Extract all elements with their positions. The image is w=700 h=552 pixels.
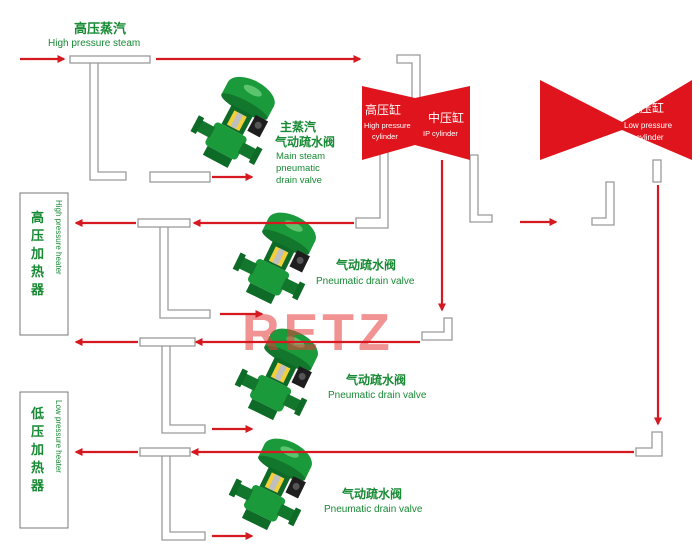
lp-cylinder-label-en2: cylinder <box>636 133 664 142</box>
drain-valve-3-label: 气动疏水阀 Pneumatic drain valve <box>328 372 427 401</box>
svg-text:器: 器 <box>30 479 45 494</box>
ip-cylinder-label-en: IP cylinder <box>423 129 458 138</box>
title-cn: 高压蒸汽 <box>74 21 126 37</box>
low-pressure-heater-label-cn: 低 压 加 热 器 <box>30 406 45 494</box>
drain-valve-4-label: 气动疏水阀 Pneumatic drain valve <box>324 486 423 515</box>
watermark: RETZ <box>242 304 394 362</box>
svg-text:Main steam: Main steam <box>276 151 325 162</box>
svg-text:Pneumatic drain valve: Pneumatic drain valve <box>316 276 415 287</box>
hp-ip-cylinder: 高压缸 High pressure cylinder 中压缸 IP cylind… <box>362 86 470 160</box>
drain-valve-2 <box>226 201 331 314</box>
high-pressure-heater-label-cn: 高 压 加 热 器 <box>30 210 45 298</box>
svg-text:气动疏水阀: 气动疏水阀 <box>341 486 402 501</box>
svg-text:气动疏水阀: 气动疏水阀 <box>274 134 335 149</box>
lp-cylinder-label-en1: Low pressure <box>624 121 673 130</box>
svg-text:高: 高 <box>31 210 44 226</box>
main-steam-valve-label: 主蒸汽 气动疏水阀 Main steam pneumatic drain val… <box>274 119 335 186</box>
lp-cylinder: 低压缸 Low pressure cylinder <box>540 80 692 160</box>
pipe-network <box>69 54 663 541</box>
ip-cylinder-label-cn: 中压缸 <box>428 110 464 125</box>
svg-text:drain valve: drain valve <box>276 175 322 186</box>
main-steam-drain-valve <box>183 64 290 179</box>
svg-text:Pneumatic drain valve: Pneumatic drain valve <box>328 390 427 401</box>
svg-text:加: 加 <box>30 443 44 458</box>
svg-text:主蒸汽: 主蒸汽 <box>280 119 316 134</box>
svg-text:气动疏水阀: 气动疏水阀 <box>335 257 396 272</box>
svg-text:pneumatic: pneumatic <box>276 163 320 174</box>
title-en: High pressure steam <box>48 38 140 49</box>
hp-cylinder-label-en1: High pressure <box>364 121 411 130</box>
svg-text:热: 热 <box>31 264 44 280</box>
flow-arrows <box>20 55 662 540</box>
lp-cylinder-label-cn: 低压缸 <box>628 100 664 115</box>
drain-valve-2-label: 气动疏水阀 Pneumatic drain valve <box>316 257 415 287</box>
high-pressure-heater: 高 压 加 热 器 High pressure heater <box>19 192 69 336</box>
high-pressure-heater-label-en: High pressure heater <box>54 200 63 275</box>
low-pressure-heater-label-en: Low pressure heater <box>54 400 63 473</box>
svg-text:加: 加 <box>30 247 44 262</box>
low-pressure-heater: 低 压 加 热 器 Low pressure heater <box>19 391 69 529</box>
svg-text:低: 低 <box>30 406 44 422</box>
svg-text:热: 热 <box>31 460 44 476</box>
svg-text:压: 压 <box>31 425 44 440</box>
hp-cylinder-label-en2: cylinder <box>372 132 398 141</box>
svg-text:压: 压 <box>31 229 44 244</box>
svg-text:器: 器 <box>30 283 45 298</box>
svg-text:气动疏水阀: 气动疏水阀 <box>345 372 406 387</box>
svg-text:Pneumatic drain valve: Pneumatic drain valve <box>324 504 423 515</box>
drain-valve-4 <box>222 427 327 540</box>
hp-cylinder-label-cn: 高压缸 <box>365 102 401 117</box>
